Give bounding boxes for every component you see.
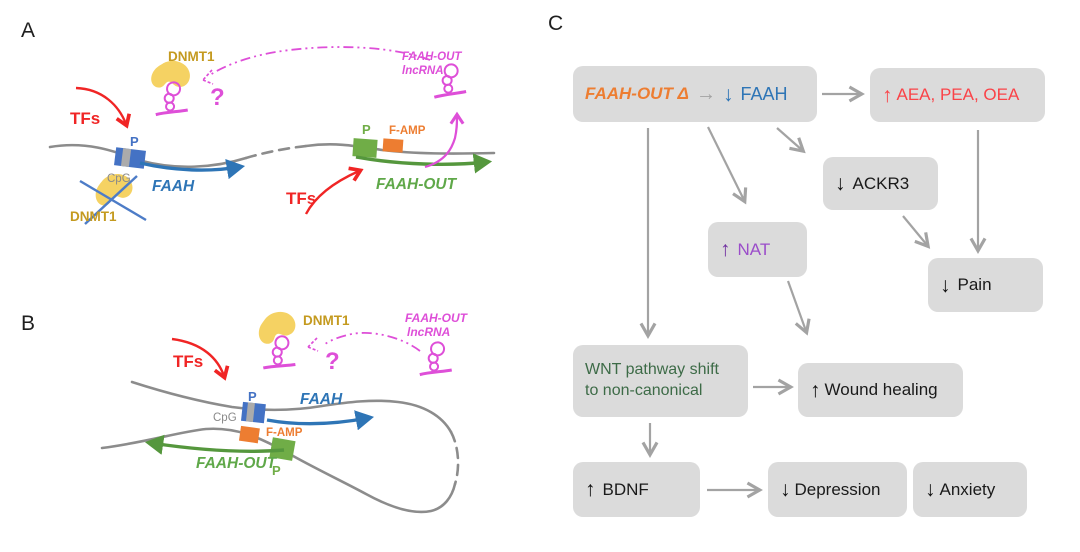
- box-depression: ↓ Depression: [768, 462, 907, 517]
- box-aea-pea-oea: ↑ AEA, PEA, OEA: [870, 68, 1045, 122]
- box-wnt-pathway: WNT pathway shift to non-canonical: [573, 345, 748, 417]
- nat-label: NAT: [737, 239, 771, 259]
- dashed-arrowhead: [307, 337, 319, 352]
- f-amp-label: F-AMP: [266, 427, 303, 439]
- down-arrow-icon: ↓: [780, 478, 791, 501]
- box-faah-out-delta-faah: FAAH-OUT Δ → ↓ FAAH: [573, 66, 817, 122]
- question-mark: ?: [325, 348, 340, 375]
- box-wound-healing: ↑ Wound healing: [798, 363, 963, 417]
- tf-arrow-faah: [75, 86, 132, 129]
- tfs-label: TFs: [173, 352, 203, 371]
- arrow-ackr3-to-pain: [902, 215, 931, 249]
- wnt-line2: to non-canonical: [585, 382, 703, 399]
- up-arrow-icon: ↑: [882, 83, 893, 107]
- lncrna-feedback-arrow: [209, 46, 431, 76]
- wound-healing-label: Wound healing: [824, 380, 938, 399]
- down-arrow-icon: ↓: [835, 172, 846, 195]
- lncrna-label-line2: lncRNA: [402, 65, 444, 77]
- lncrna-label-line1: FAAH-OUT: [402, 51, 462, 63]
- right-arrow-icon: →: [695, 82, 716, 105]
- panel-c-arrows: [639, 85, 987, 499]
- panel-b: B TFs DNMT1: [21, 309, 469, 514]
- down-arrow-icon: ↓: [722, 82, 734, 106]
- cross-out-icon: [79, 175, 147, 225]
- faah-out-transcription-arrow: [355, 153, 493, 174]
- cpg-stripe: [120, 148, 132, 167]
- tfs-label: TFs: [70, 109, 100, 128]
- panel-a: A: [21, 19, 496, 225]
- depression-label: Depression: [794, 479, 881, 499]
- cpg-label: CpG: [213, 412, 237, 424]
- arrow-main-to-nat: [707, 126, 748, 205]
- dnmt1-label: DNMT1: [168, 49, 215, 64]
- faah-promoter-box: [241, 401, 266, 424]
- wnt-pathway-label: WNT pathway shift to non-canonical: [585, 360, 719, 402]
- down-arrow-icon: ↓: [925, 478, 936, 501]
- cpg-label: CpG: [107, 173, 131, 185]
- lncrna-feedback-arrow: [324, 332, 421, 352]
- faah-gene-label: FAAH: [300, 391, 343, 408]
- up-arrow-icon: ↑: [720, 238, 731, 261]
- faah-promoter-box: [114, 147, 146, 169]
- f-amp-box: [238, 425, 260, 444]
- aea-pea-oea-label: AEA, PEA, OEA: [896, 85, 1020, 104]
- up-arrow-icon: ↑: [810, 378, 821, 402]
- promoter-label: P: [272, 463, 281, 478]
- dnmt1-crossed-label: DNMT1: [70, 209, 117, 224]
- arrow-faah-to-ackr3: [776, 127, 806, 154]
- cpg-stripe: [245, 402, 255, 423]
- box-ackr3: ↓ ACKR3: [823, 157, 938, 210]
- promoter-label: P: [362, 122, 371, 137]
- lncrna-label-line1: FAAH-OUT: [405, 311, 469, 325]
- anxiety-label: Anxiety: [939, 479, 996, 499]
- f-amp-box: [382, 138, 404, 153]
- bdnf-label: BDNF: [602, 479, 649, 499]
- tf-arrow: [171, 337, 230, 381]
- panel-c-label: C: [548, 12, 564, 35]
- faah-out-transcription-arrow: [144, 434, 285, 455]
- panel-c: C FAAH-OUT Δ → ↓: [540, 0, 1080, 552]
- pain-label: Pain: [957, 275, 992, 294]
- box-bdnf: ↑ BDNF: [573, 462, 700, 517]
- ackr3-label: ACKR3: [852, 173, 910, 193]
- dashed-arrowhead: [202, 69, 214, 85]
- dnmt1-label: DNMT1: [303, 313, 350, 328]
- tfs-label: TFs: [286, 189, 316, 208]
- box-anxiety: ↓ Anxiety: [913, 462, 1027, 517]
- faah-transcription-arrow: [266, 410, 375, 431]
- wnt-line1: WNT pathway shift: [585, 361, 719, 379]
- faah-out-delta-label: FAAH-OUT Δ: [585, 84, 689, 103]
- faah-gene-label: FAAH: [152, 178, 195, 195]
- down-arrow-icon: ↓: [940, 273, 951, 297]
- faah-transcription-arrow: [139, 159, 246, 180]
- panel-a-label: A: [21, 19, 35, 42]
- faah-label: FAAH: [740, 83, 788, 104]
- lncrna-label-line2: lncRNA: [407, 325, 450, 339]
- box-nat: ↑ NAT: [708, 222, 807, 277]
- lncrna-production-arrow: [424, 111, 465, 169]
- up-arrow-icon: ↑: [585, 478, 596, 501]
- f-amp-label: F-AMP: [389, 125, 426, 137]
- faah-out-gene-label: FAAH-OUT: [376, 176, 458, 193]
- promoter-label: P: [130, 134, 139, 149]
- dna-loop-strand: [100, 380, 460, 514]
- panel-b-label: B: [21, 312, 35, 335]
- tf-arrow-faah-out: [304, 166, 364, 215]
- lncrna-structure-icon: [418, 338, 457, 381]
- promoter-label: P: [248, 389, 257, 404]
- question-mark: ?: [210, 84, 225, 111]
- faah-out-gene-label: FAAH-OUT: [196, 455, 278, 472]
- faah-out-promoter-box: [352, 138, 378, 158]
- box-pain: ↓ Pain: [928, 258, 1043, 312]
- arrow-nat-to-wound: [786, 280, 811, 336]
